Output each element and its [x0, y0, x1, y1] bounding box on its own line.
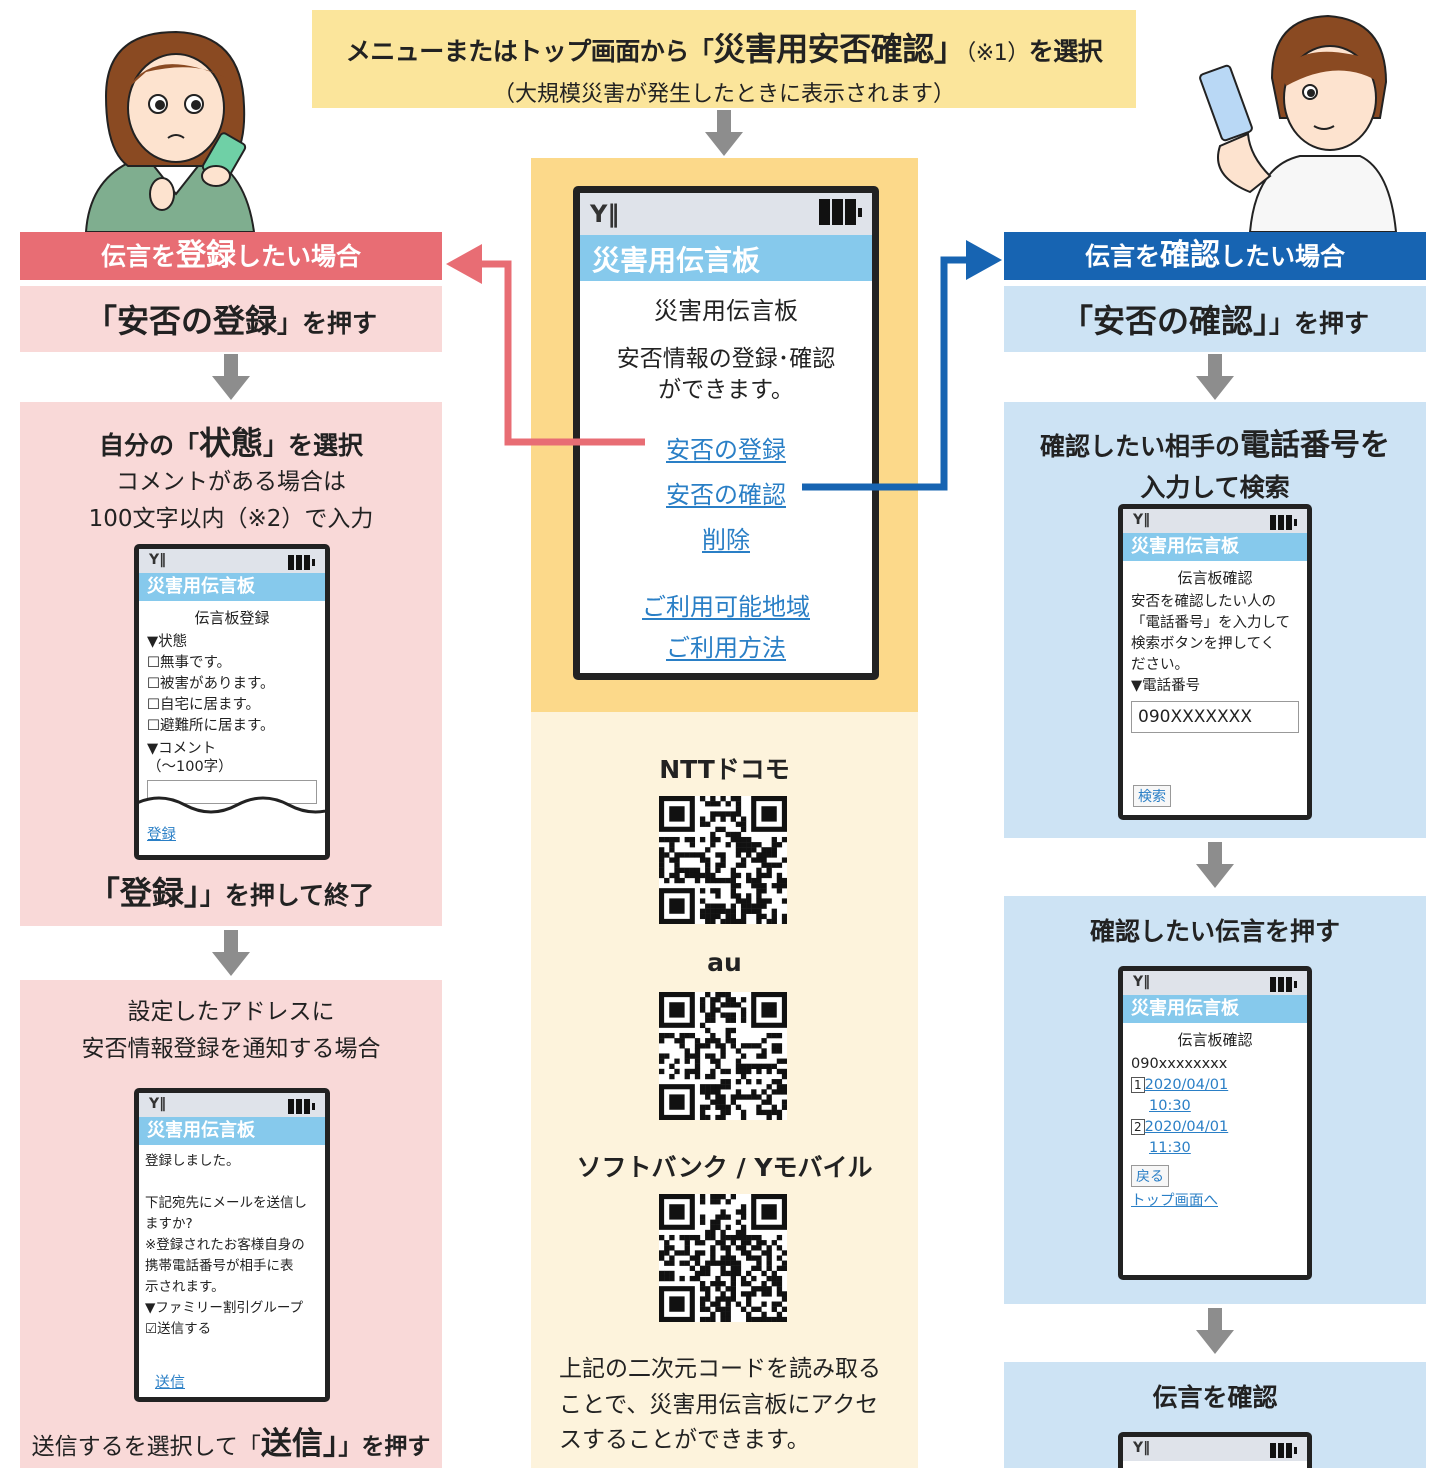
qr-note: 上記の二次元コードを読み取る ことで、災害用伝言板にアクセ スすることができます…: [559, 1356, 881, 1454]
down-arrow-icon: [212, 930, 250, 976]
carrier-label-au: au: [707, 948, 742, 977]
check-step1-box: 「安否の確認」」を押す: [1004, 286, 1426, 352]
woman-with-phone-illustration: [84, 30, 256, 232]
link-available-areas[interactable]: ご利用可能地域: [642, 593, 810, 622]
notify-message: 登録しました。 下記宛先にメールを送信し ますか? ※登録されたお客様自身の 携…: [139, 1145, 325, 1340]
phone-subtitle: 災害用伝言板: [654, 297, 798, 325]
top-instruction-line1: メニューまたはトップ画面から「災害用安否確認」（※1）を選択: [345, 30, 1103, 68]
check-step1-text: 「安否の確認」」を押す: [1060, 302, 1370, 340]
check-case-header: 伝言を確認したい場合: [1004, 232, 1426, 280]
send-checkbox[interactable]: ☑送信する: [145, 1321, 212, 1337]
battery-icon: [1270, 977, 1297, 992]
down-arrow-icon: [1196, 1308, 1234, 1354]
link-check-safety[interactable]: 安否の確認: [666, 481, 786, 510]
register-button[interactable]: 登録: [147, 827, 176, 843]
man-with-phone-illustration: [1199, 14, 1398, 232]
qr-code-softbank[interactable]: [659, 1194, 787, 1322]
register-step2-title: 自分の「状態」を選択: [98, 424, 364, 462]
register-step1-text: 「安否の登録」を押す: [84, 302, 378, 340]
register-step5-text: 送信するを選択して「送信」」を押す: [31, 1426, 431, 1462]
register-phone-screen: Y‖ 災害用伝言板 伝言板登録 ▼状態 ☐無事です。 ☐被害があります。 ☐自宅…: [134, 544, 330, 860]
register-step2-line2: コメントがある場合は: [116, 469, 346, 495]
comment-label: ▼コメント: [147, 741, 217, 757]
message-entry-1-time[interactable]: 10:30: [1149, 1098, 1191, 1114]
phone-heading: 伝言板確認: [1177, 569, 1253, 587]
phone-heading: 伝言板登録: [194, 609, 270, 627]
search-button[interactable]: 検索: [1133, 785, 1171, 807]
check-step3-text: 確認したい伝言を押す: [1089, 917, 1340, 946]
battery-icon: [288, 555, 315, 570]
phone-description: 安否情報の登録･確認 ができます。: [616, 346, 836, 404]
signal-icon: Y‖: [1133, 1440, 1151, 1456]
down-arrow-icon: [212, 354, 250, 400]
register-step3-text: 「登録」」を押して終了: [87, 874, 375, 912]
message-entry-2-time[interactable]: 11:30: [1149, 1140, 1191, 1156]
signal-icon: Y‖: [590, 200, 620, 228]
comment-input[interactable]: [147, 780, 317, 804]
register-step4-line1: 設定したアドレスに: [127, 999, 335, 1025]
signal-icon: Y‖: [149, 552, 167, 568]
pink-connector-arrow: [446, 244, 645, 446]
qr-code-docomo[interactable]: [659, 796, 787, 924]
status-option-safe[interactable]: ☐無事です。: [147, 655, 232, 671]
phone-title-bar: 災害用伝言板: [139, 1117, 325, 1145]
comment-limit-label: （〜100字）: [147, 759, 233, 775]
check-step4-text: 伝言を確認: [1152, 1383, 1278, 1412]
search-phone-screen: Y‖ 災害用伝言板 伝言板確認 安否を確認したい人の 「電話番号」を入力して 検…: [1118, 504, 1312, 820]
status-label: ▼状態: [147, 634, 188, 650]
phone-title-bar: 災害用伝言板: [1123, 995, 1307, 1023]
battery-icon: [288, 1099, 315, 1114]
link-delete[interactable]: 削除: [702, 526, 750, 555]
phone-status-bar: Y‖: [580, 193, 872, 235]
searched-number: 090xxxxxxxx: [1131, 1056, 1228, 1072]
down-arrow-icon: [1196, 842, 1234, 888]
carrier-label-docomo: NTTドコモ: [659, 755, 790, 784]
register-step1-box: 「安否の登録」を押す: [20, 286, 442, 352]
top-instruction-line2: （大規模災害が発生したときに表示されます）: [492, 82, 955, 107]
link-how-to-use[interactable]: ご利用方法: [666, 634, 786, 663]
back-button[interactable]: 戻る: [1131, 1165, 1169, 1187]
battery-icon: [1270, 515, 1297, 530]
status-option-at-home[interactable]: ☐自宅に居ます。: [147, 697, 261, 713]
signal-icon: Y‖: [1133, 512, 1151, 528]
status-option-shelter[interactable]: ☐避難所に居ます。: [147, 718, 275, 734]
phone-title-bar: 災害用伝言板: [1123, 533, 1307, 561]
message-view-phone-screen: Y‖: [1118, 1432, 1312, 1468]
phone-number-input[interactable]: 090XXXXXXX: [1131, 701, 1299, 733]
qr-code-au[interactable]: [659, 992, 787, 1120]
register-step2-line3: 100文字以内（※2）で入力: [88, 505, 374, 532]
phone-heading: 伝言板確認: [1177, 1031, 1253, 1049]
wave-break-icon: [139, 796, 325, 815]
check-step2-title: 確認したい相手の電話番号を: [1039, 428, 1390, 463]
phone-title-bar: 災害用伝言板: [139, 573, 325, 601]
status-option-damaged[interactable]: ☐被害があります。: [147, 676, 275, 692]
notify-phone-screen: Y‖ 災害用伝言板 登録しました。 下記宛先にメールを送信し ますか? ※登録さ…: [134, 1088, 330, 1402]
register-step4-line2: 安否情報登録を通知する場合: [81, 1035, 381, 1062]
down-arrow-icon: [705, 110, 743, 156]
link-register-safety[interactable]: 安否の登録: [666, 436, 786, 465]
top-instruction-banner: メニューまたはトップ画面から「災害用安否確認」（※1）を選択 （大規模災害が発生…: [312, 10, 1136, 108]
top-screen-link[interactable]: トップ画面へ: [1131, 1193, 1218, 1209]
battery-icon: [1270, 1443, 1297, 1458]
register-step4-box: 設定したアドレスに 安否情報登録を通知する場合 送信するを選択して「送信」」を押…: [20, 980, 442, 1468]
check-step2-line2: 入力して検索: [1140, 473, 1290, 502]
battery-icon: [819, 199, 862, 225]
register-case-header: 伝言を登録したい場合: [20, 232, 442, 280]
phone-title-bar: 災害用伝言板: [580, 235, 872, 281]
main-phone-screen: Y‖ 災害用伝言板 災害用伝言板 安否情報の登録･確認 ができます。 安否の登録…: [573, 186, 879, 680]
signal-icon: Y‖: [1133, 974, 1151, 990]
blue-connector-arrow: [802, 240, 1002, 491]
search-instructions: 安否を確認したい人の 「電話番号」を入力して 検索ボタンを押してく ださい。 ▼…: [1131, 594, 1291, 694]
down-arrow-icon: [1196, 354, 1234, 400]
signal-icon: Y‖: [149, 1096, 167, 1112]
send-button[interactable]: 送信: [155, 1373, 186, 1391]
carrier-label-softbank: ソフトバンク / Yモバイル: [576, 1153, 873, 1182]
